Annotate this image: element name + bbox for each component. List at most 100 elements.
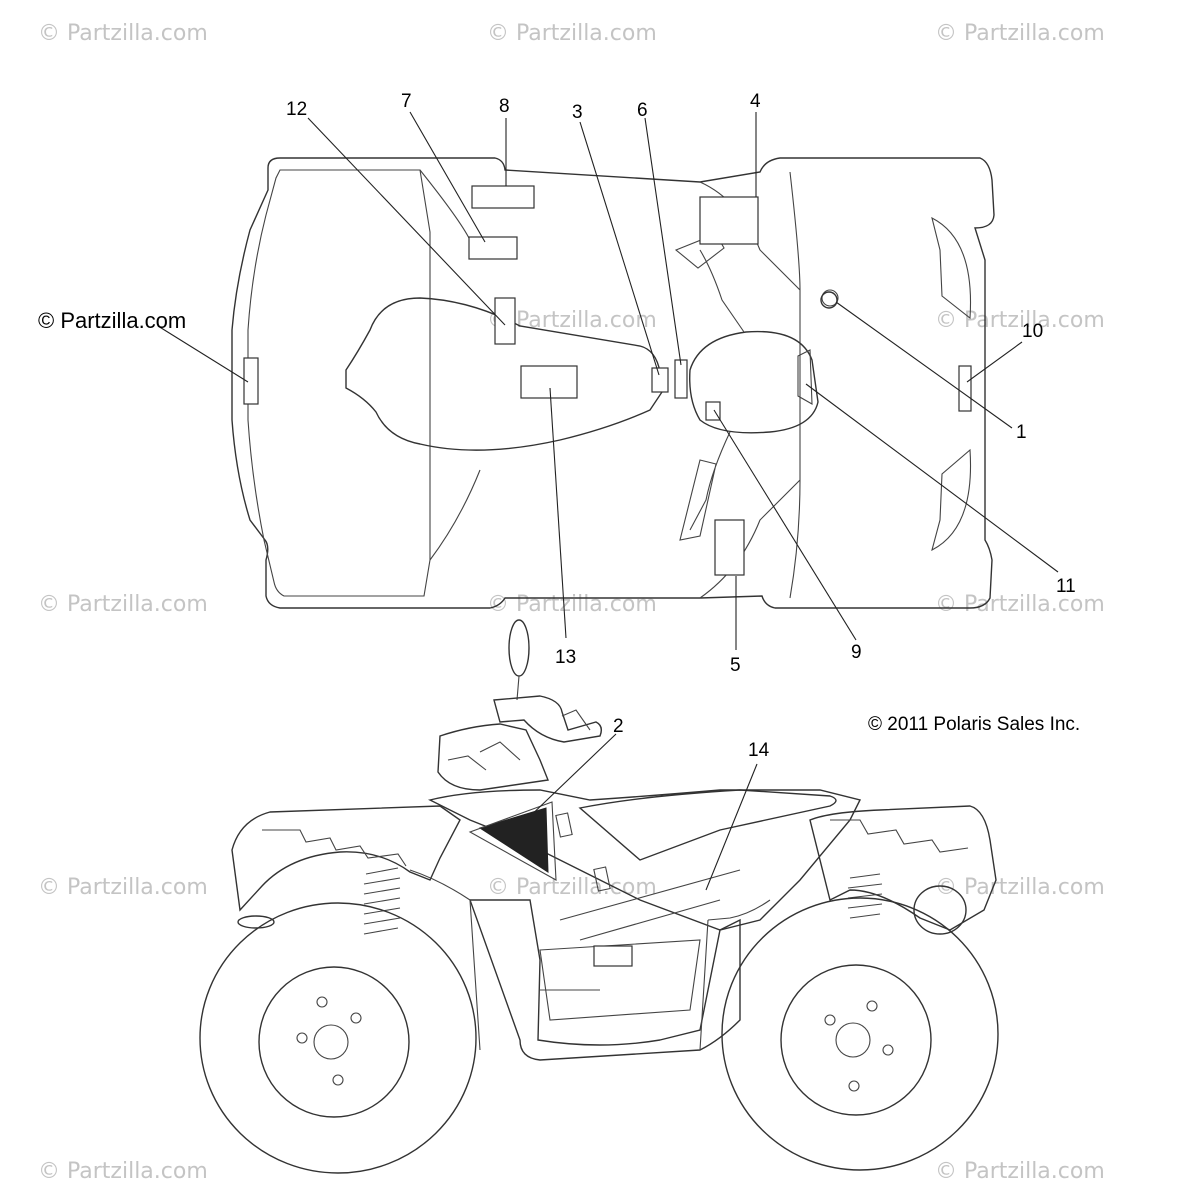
- callout-labels: 12 7 8 3 6 4 10 1 11 9 5 13 2 14: [286, 91, 1076, 761]
- atv-side-view: [199, 619, 999, 1174]
- rear-rack-frame: [247, 169, 431, 597]
- watermark-layer: © Partzilla.com © Partzilla.com © Partzi…: [38, 21, 1105, 1184]
- watermark-mid-right: © Partzilla.com: [935, 592, 1105, 617]
- decal-10: [958, 365, 972, 412]
- front-hub: [313, 1024, 349, 1060]
- rear-rim: [780, 964, 932, 1116]
- front-lug-nut: [316, 996, 328, 1008]
- watermark-bottom-right: © Partzilla.com: [935, 1159, 1105, 1184]
- watermark-bottom-left: © Partzilla.com: [38, 1159, 208, 1184]
- watermark-lower-right: © Partzilla.com: [935, 875, 1105, 900]
- leader-7: [409, 111, 486, 243]
- rear-fender-flare: [699, 899, 771, 1051]
- rear-wheel: [721, 897, 999, 1171]
- decal-7: [468, 236, 518, 260]
- side-seat: [578, 789, 837, 861]
- leader-lines: [157, 111, 1059, 891]
- rear-lug-nut: [866, 1000, 878, 1012]
- leader-9: [713, 409, 857, 641]
- watermark-top-left: © Partzilla.com: [38, 21, 208, 46]
- leader-1: [835, 301, 1013, 429]
- front-headlight-right: [931, 448, 972, 552]
- side-frame-lines: [540, 869, 741, 991]
- callout-1: 1: [1016, 422, 1027, 443]
- callout-12: 12: [286, 99, 307, 120]
- leader-3: [579, 121, 660, 376]
- decal-1-circle: [820, 291, 838, 309]
- decal-rear: [243, 357, 259, 405]
- watermark-mid-left: © Partzilla.com: [38, 592, 208, 617]
- decal-9: [705, 401, 721, 421]
- side-handlebar-grip: [561, 709, 591, 731]
- leader-12: [307, 117, 506, 326]
- decal-8: [471, 185, 535, 209]
- gas-cap: [821, 289, 839, 307]
- leader-14: [705, 763, 758, 891]
- atv-top-view: [231, 157, 995, 609]
- watermark-top-center: © Partzilla.com: [487, 21, 657, 46]
- decal-4: [699, 196, 759, 245]
- front-spring: [363, 867, 401, 935]
- decal-2-triangle: [478, 807, 549, 873]
- callout-3: 3: [572, 102, 583, 123]
- decal-2-outline: [468, 801, 557, 881]
- leader-6: [644, 117, 682, 366]
- tank-body: [427, 789, 862, 931]
- gauge-lens: [797, 349, 813, 405]
- watermark-mid-center: © Partzilla.com: [487, 592, 657, 617]
- side-slot-2: [593, 866, 611, 892]
- seat-outline: [345, 297, 663, 451]
- front-lug-nut: [350, 1012, 362, 1024]
- decal-underseat: [593, 945, 633, 967]
- front-lug-nut: [296, 1032, 308, 1044]
- front-rim: [258, 966, 410, 1118]
- front-tire: [199, 902, 477, 1174]
- handlebar-pod: [689, 330, 819, 434]
- side-panel: [469, 899, 741, 1061]
- watermark-lower-center: © Partzilla.com: [487, 875, 657, 900]
- front-headlight-left: [931, 216, 972, 320]
- side-slot-1: [555, 812, 573, 838]
- rear-fender: [809, 805, 997, 931]
- brand-watermark: © Partzilla.com: [38, 308, 186, 333]
- callout-6: 6: [637, 100, 648, 121]
- decal-3: [651, 367, 669, 393]
- pod-detail: [447, 741, 521, 771]
- rear-rack-trim: [830, 819, 969, 853]
- callout-5: 5: [730, 655, 741, 676]
- front-bumper-light: [237, 915, 275, 929]
- rear-fender-contour: [419, 169, 481, 561]
- decal-5: [714, 519, 745, 576]
- handlebar-left: [674, 233, 745, 333]
- top-view-body-outline: [231, 157, 995, 609]
- callout-9: 9: [851, 642, 862, 663]
- callout-13: 13: [555, 647, 576, 668]
- leader-11-left: [157, 325, 249, 383]
- decal-12: [494, 297, 516, 345]
- mirror: [508, 619, 530, 677]
- leader-13: [549, 387, 567, 639]
- rear-hub: [835, 1022, 871, 1058]
- decal-13: [520, 365, 578, 399]
- handlebar-right: [679, 431, 731, 541]
- front-fender: [231, 805, 461, 912]
- callout-10: 10: [1022, 321, 1043, 342]
- rear-lug-nut: [824, 1014, 836, 1026]
- front-wheel: [199, 902, 477, 1174]
- rear-spring: [847, 873, 883, 919]
- leader-10: [966, 341, 1023, 383]
- leader-2: [523, 733, 617, 823]
- front-lug-nut: [332, 1074, 344, 1086]
- callout-4: 4: [750, 91, 761, 112]
- watermark-lower-left: © Partzilla.com: [38, 875, 208, 900]
- callout-7: 7: [401, 91, 412, 112]
- rear-lug-nut: [848, 1080, 860, 1092]
- rear-lug-nut: [882, 1044, 894, 1056]
- callout-8: 8: [499, 96, 510, 117]
- copyright-notice: © 2011 Polaris Sales Inc.: [868, 714, 1080, 735]
- callout-2: 2: [613, 716, 624, 737]
- decal-6: [674, 359, 688, 399]
- watermark-upper-right: © Partzilla.com: [935, 308, 1105, 333]
- side-handlebar: [493, 695, 603, 743]
